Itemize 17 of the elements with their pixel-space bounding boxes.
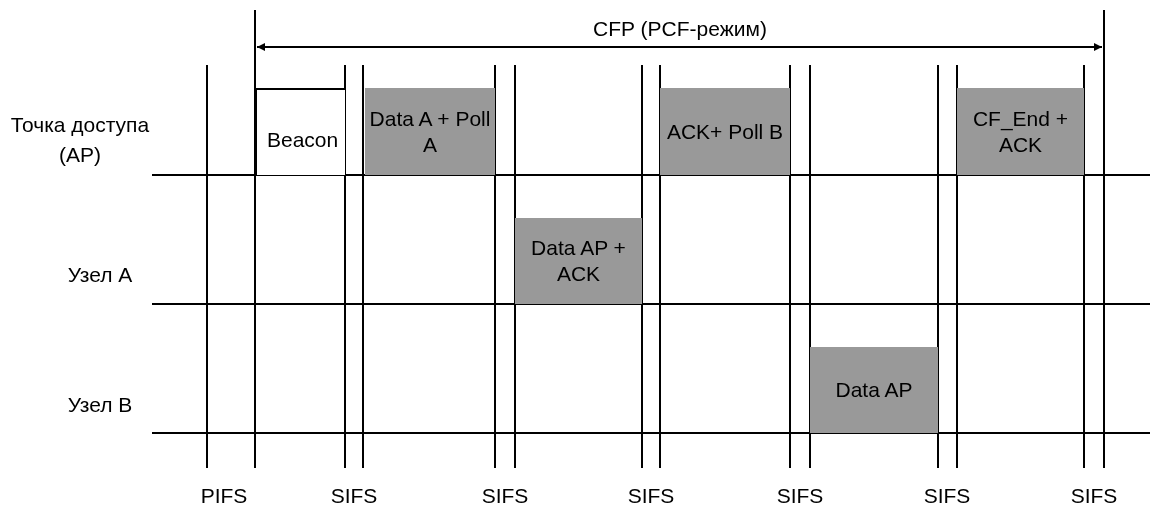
frame-box: Data AP + ACK (515, 218, 642, 304)
row-label: Узел B (66, 392, 134, 418)
span-label: CFP (PCF-режим) (592, 16, 768, 42)
interval-label: SIFS (480, 483, 530, 509)
row-label: Узел A (66, 262, 134, 288)
beacon-frame: Beacon (255, 88, 345, 175)
interval-label: PIFS (199, 483, 249, 509)
interval-label: SIFS (1069, 483, 1119, 509)
frame-box: Data AP (810, 347, 938, 433)
interval-label: SIFS (922, 483, 972, 509)
interval-label: SIFS (626, 483, 676, 509)
row-label: Точка доступа (AP) (9, 112, 151, 168)
frame-box: Data A + Poll A (365, 88, 495, 175)
frame-box: ACK+ Poll B (660, 88, 790, 175)
interval-label: SIFS (329, 483, 379, 509)
interval-label: SIFS (775, 483, 825, 509)
frame-box: CF_End + ACK (957, 88, 1084, 175)
